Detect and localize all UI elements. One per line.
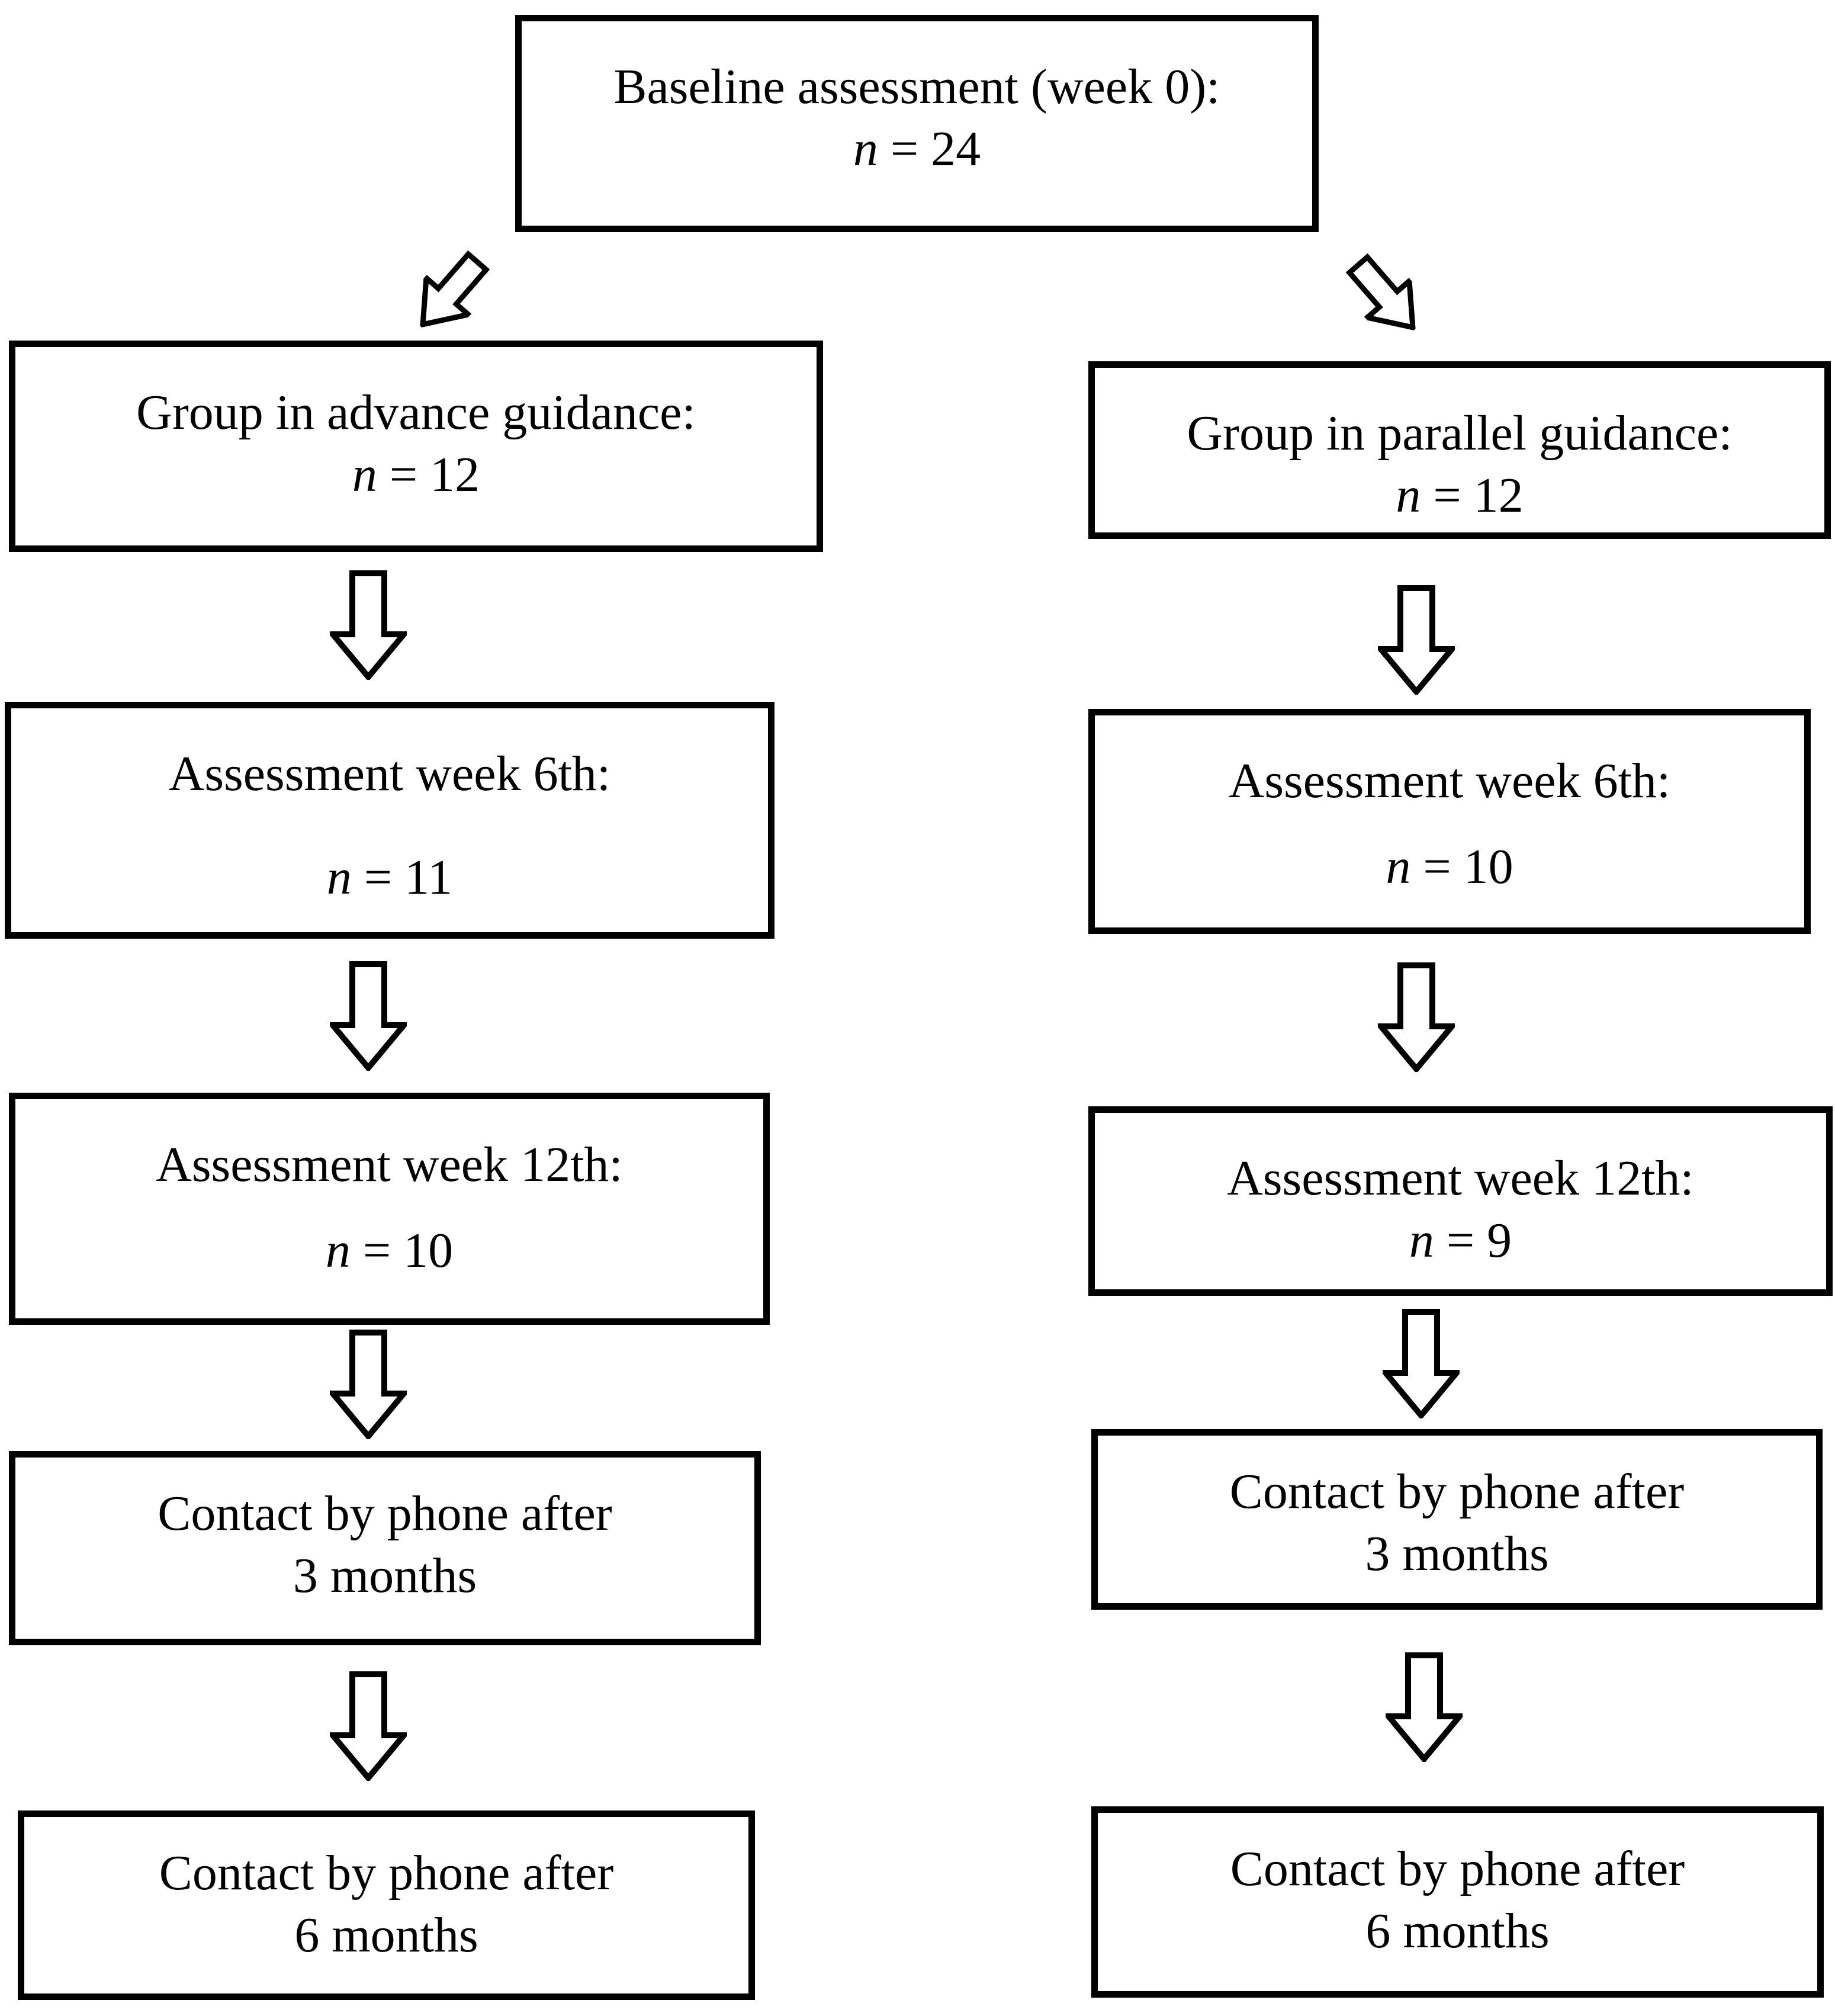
box-label: Assessment week 6th:: [168, 746, 611, 801]
flow-box-parallel-phone-6months: Contact by phone after 6 months: [1091, 1806, 1824, 1998]
box-label: Assessment week 6th:: [1228, 753, 1671, 808]
n-value: = 12: [1421, 468, 1524, 523]
down-right-arrow-icon: [1334, 243, 1437, 349]
n-symbol: n: [1396, 468, 1421, 523]
n-symbol: n: [1409, 1213, 1434, 1268]
sample-size: n = 10: [15, 1219, 763, 1282]
box-label: Group in advance guidance:: [136, 385, 696, 440]
flow-box-advance-week12: Assessment week 12th: n = 10: [9, 1093, 770, 1325]
box-label-line2: 6 months: [294, 1908, 478, 1963]
box-label: Group in parallel guidance:: [1187, 406, 1733, 461]
n-value: = 10: [1410, 839, 1513, 894]
down-left-arrow-icon: [399, 240, 502, 346]
box-label: Contact by phone after: [1229, 1464, 1685, 1519]
down-arrow-icon: [330, 1330, 407, 1439]
n-symbol: n: [352, 447, 377, 502]
down-arrow-icon: [1386, 1652, 1463, 1762]
flow-box-advance-week6: Assessment week 6th: n = 11: [5, 702, 775, 939]
n-symbol: n: [326, 850, 352, 905]
n-symbol: n: [325, 1223, 351, 1278]
flow-box-baseline: Baseline assessment (week 0): n = 24: [515, 15, 1319, 232]
box-label: Assessment week 12th:: [156, 1137, 623, 1192]
n-value: = 10: [350, 1223, 454, 1278]
n-value: = 12: [377, 447, 480, 502]
box-label-line2: 3 months: [293, 1548, 477, 1603]
box-label: Contact by phone after: [159, 1845, 614, 1901]
box-label-line2: 6 months: [1365, 1903, 1550, 1959]
down-arrow-icon: [330, 570, 407, 680]
down-arrow-icon: [1378, 962, 1455, 1072]
n-symbol: n: [853, 121, 878, 176]
flow-box-advance-phone-3months: Contact by phone after 3 months: [9, 1451, 761, 1645]
flow-box-parallel-week6: Assessment week 6th: n = 10: [1088, 709, 1811, 934]
down-arrow-icon: [1383, 1309, 1460, 1418]
n-value: = 11: [351, 850, 453, 905]
sample-size: n = 12: [15, 444, 817, 506]
box-label-line2: 3 months: [1365, 1526, 1549, 1581]
down-arrow-icon: [330, 1671, 407, 1781]
box-label: Baseline assessment (week 0):: [613, 59, 1220, 114]
n-value: = 9: [1434, 1213, 1512, 1268]
box-label: Assessment week 12th:: [1227, 1151, 1694, 1206]
flow-box-parallel-phone-3months: Contact by phone after 3 months: [1091, 1429, 1823, 1610]
box-label: Contact by phone after: [1230, 1841, 1685, 1896]
sample-size: n = 10: [1095, 836, 1804, 898]
sample-size: n = 12: [1095, 464, 1824, 527]
flow-box-advance-phone-6months: Contact by phone after 6 months: [18, 1810, 755, 2000]
down-arrow-icon: [330, 961, 407, 1071]
flow-box-advance-group: Group in advance guidance: n = 12: [9, 341, 823, 552]
flow-box-parallel-group: Group in parallel guidance: n = 12: [1088, 361, 1831, 539]
sample-size: n = 9: [1095, 1209, 1826, 1272]
sample-size: n = 24: [522, 118, 1312, 180]
flow-box-parallel-week12: Assessment week 12th: n = 9: [1088, 1106, 1833, 1296]
box-label: Contact by phone after: [158, 1486, 612, 1541]
down-arrow-icon: [1378, 585, 1455, 695]
n-symbol: n: [1386, 839, 1411, 894]
sample-size: n = 11: [11, 846, 768, 909]
n-value: = 24: [878, 121, 981, 176]
